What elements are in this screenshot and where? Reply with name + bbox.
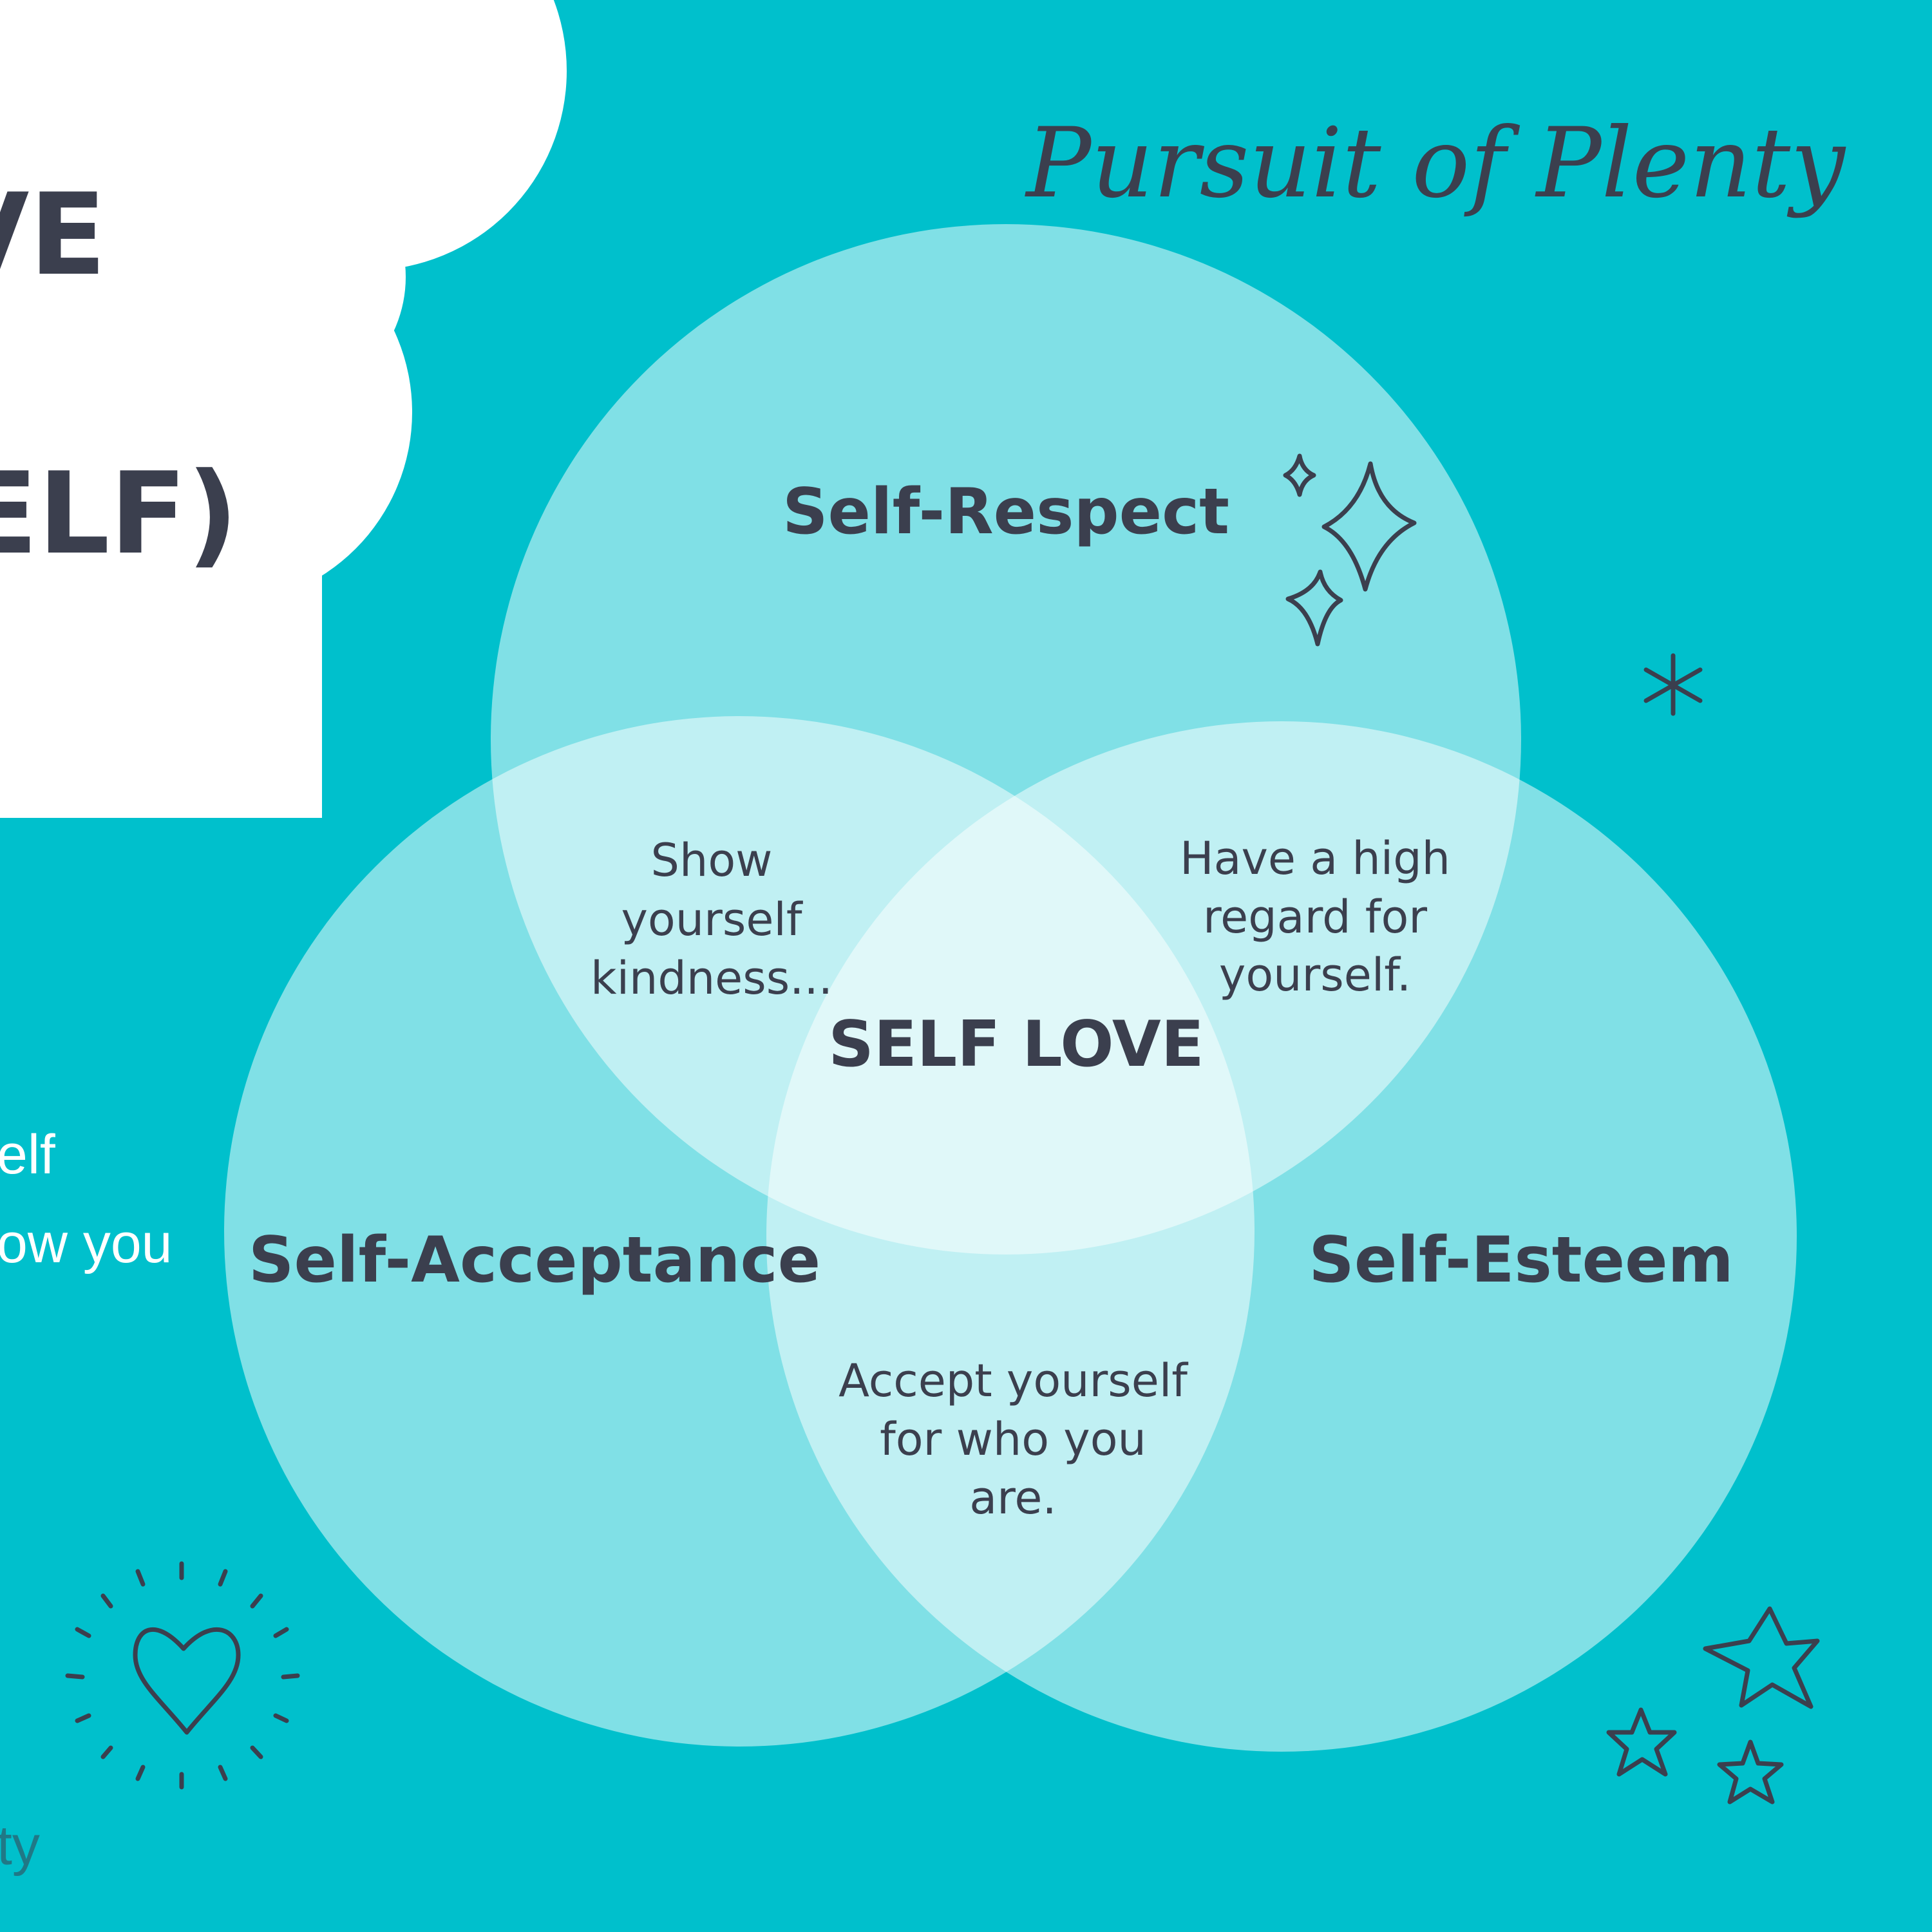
cloud-heading-line-2: ELF)	[0, 449, 238, 580]
sparkle-icon	[1283, 453, 1417, 647]
label-self-esteem: Self-Esteem	[1309, 1224, 1733, 1297]
label-self-acceptance: Self-Acceptance	[249, 1224, 820, 1297]
side-text-line-2: ow you	[0, 1213, 173, 1274]
cloud-heading-line-1: VE	[0, 170, 106, 301]
stars-icon	[1606, 1606, 1820, 1804]
overlap-acceptance-esteem-line-2: for who you	[880, 1413, 1146, 1466]
asterisk-icon	[1643, 653, 1703, 716]
overlap-respect-acceptance-line-2: yourself	[621, 893, 802, 946]
side-text-line-1: elf	[0, 1124, 56, 1186]
overlap-acceptance-esteem-line-3: are.	[969, 1472, 1056, 1524]
overlap-respect-acceptance-line-3: kindness...	[591, 952, 833, 1005]
venn-circles	[224, 224, 1797, 1752]
overlap-respect-acceptance-line-1: Show	[651, 834, 773, 887]
heart-icon	[65, 1561, 300, 1790]
label-self-respect: Self-Respect	[782, 475, 1229, 549]
brand-name: Pursuit of Plenty	[1024, 108, 1846, 220]
overlap-respect-esteem-line-3: yourself.	[1219, 949, 1411, 1001]
overlap-acceptance-esteem-line-1: Accept yourself	[838, 1354, 1188, 1407]
overlap-respect-esteem-line-1: Have a high	[1180, 832, 1450, 885]
circle-self-esteem	[766, 721, 1797, 1752]
center-label-self-love: SELF LOVE	[828, 1008, 1204, 1081]
cloud-shape	[0, 0, 567, 818]
overlap-respect-esteem-line-2: regard for	[1203, 891, 1427, 943]
side-text-line-3: ty	[0, 1815, 40, 1877]
